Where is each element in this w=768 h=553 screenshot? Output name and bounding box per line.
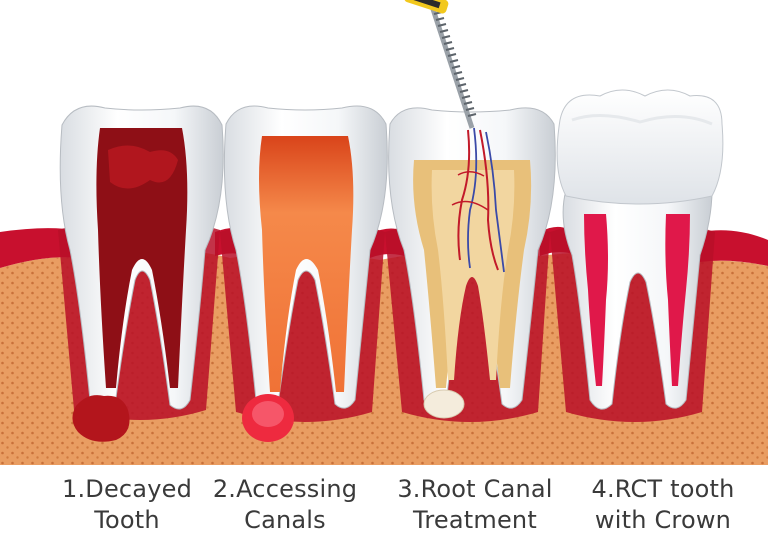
nerve-blue-1	[467, 127, 478, 269]
canal-inner	[431, 170, 515, 380]
nerve-red-2	[479, 129, 499, 271]
caption-line-2: Tooth	[94, 506, 160, 534]
caption-line-1: 1.Decayed	[61, 475, 193, 503]
caption-accessing-canals: 2.Accessing Canals	[200, 474, 370, 536]
caption-decayed-tooth: 1.Decayed Tooth	[42, 474, 212, 536]
nerve-red-1	[457, 129, 471, 261]
dental-crown	[556, 89, 724, 205]
caption-line-2: Canals	[244, 506, 326, 534]
caption-line-1: 3.Root Canal	[397, 475, 553, 503]
tooth-rct	[385, 0, 556, 422]
tooth-crowned	[550, 89, 724, 422]
nerve-blue-2	[485, 131, 505, 273]
caption-rct-with-crown: 4.RCT tooth with Crown	[578, 474, 748, 536]
caption-line-1: 4.RCT tooth	[591, 475, 735, 503]
accessed-pulp	[259, 136, 354, 392]
abscess	[72, 395, 130, 442]
filled-canal-left	[584, 214, 608, 386]
tooth-decayed	[58, 105, 224, 442]
caption-root-canal-treatment: 3.Root Canal Treatment	[390, 474, 560, 536]
decay-texture	[108, 145, 178, 189]
filled-canal-right	[665, 214, 690, 386]
decayed-pulp	[96, 128, 188, 388]
tooth-accessing	[220, 105, 388, 442]
caption-line-2: Treatment	[413, 506, 537, 534]
apex-lesion	[423, 389, 465, 419]
endodontic-file	[404, 0, 477, 129]
caption-line-2: with Crown	[594, 506, 732, 534]
caption-background	[0, 465, 768, 553]
caption-line-1: 2.Accessing	[212, 475, 358, 503]
